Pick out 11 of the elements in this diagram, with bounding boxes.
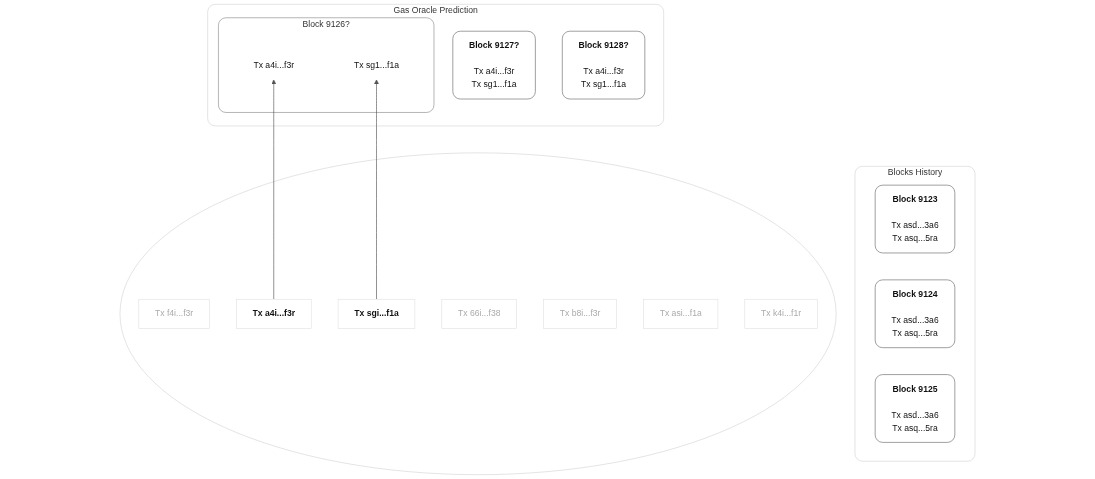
node-box: Tx b8i...f3r <box>543 298 617 329</box>
node-box: Block 9124 Tx asd...3a6 Tx asq...5ra <box>874 279 956 349</box>
node-box: Block 9128? Tx a4i...f3r Tx sg1...f1a <box>561 30 646 100</box>
node-box: Block 9125 Tx asd...3a6 Tx asq...5ra <box>874 374 956 443</box>
node-box: Block 9127? Tx a4i...f3r Tx sg1...f1a <box>452 30 536 100</box>
node-box: Tx a4i...f3r <box>236 298 312 329</box>
node-box: Tx sgi...f1a <box>337 298 416 329</box>
node-text: Tx a4i...f3r <box>253 60 295 70</box>
node-box: Tx asi...f1a <box>643 298 719 329</box>
node-box: Block 9123 Tx asd...3a6 Tx asq...5ra <box>874 184 956 254</box>
node-text: Tx sg1...f1a <box>354 60 399 70</box>
